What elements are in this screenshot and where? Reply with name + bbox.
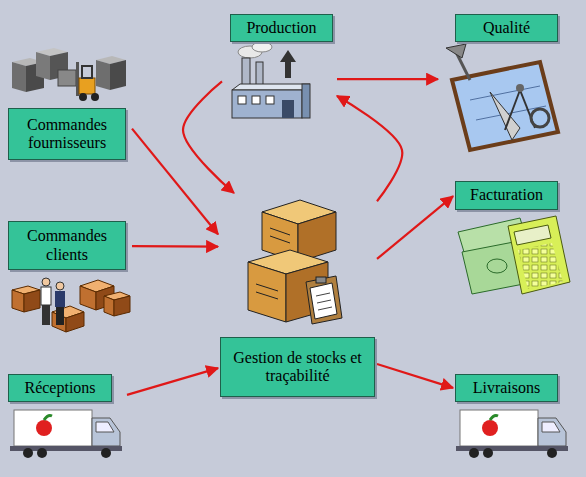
truck-icon [456,410,568,458]
node-group: Livraisons [453,372,572,460]
node-group: Gestion de stocks et traçabilité [218,193,377,399]
flow-arrow [132,129,218,235]
box-label: Gestion de stocks et traçabilité [229,349,366,386]
flow-arrow [337,78,438,80]
box-label: Production [239,19,324,37]
drafting-icon [446,44,558,150]
factory-icon [232,42,310,118]
flow-arrow [183,81,234,193]
stock-boxes-icon [248,200,342,324]
flow-arrow [377,196,453,259]
process-box: Gestion de stocks et traçabilité [220,337,375,397]
process-box: Facturation [455,181,558,210]
node-group: Commandes clients [6,219,132,332]
process-box: Livraisons [455,374,558,402]
warehouse-icon [12,48,126,101]
node-group: Production [222,12,337,124]
box-label: Facturation [464,186,549,204]
flow-arrow [132,245,218,248]
box-label: Réceptions [17,379,103,397]
box-label: Qualité [464,19,549,37]
process-box: Production [230,14,333,42]
box-label: Commandes clients [17,227,117,264]
box-label: Livraisons [464,379,549,397]
node-group: Réceptions [6,372,127,460]
node-group: Commandes fournisseurs [6,43,132,162]
flow-arrow [337,96,402,201]
box-label: Commandes fournisseurs [17,116,117,153]
billing-icon [458,216,570,294]
node-group: Facturation [453,179,572,302]
process-box: Qualité [455,14,558,42]
truck-icon [10,410,122,458]
process-box: Commandes clients [8,221,126,270]
flow-arrow [127,368,218,395]
node-group: Qualité [438,12,567,152]
flow-arrow [377,364,453,388]
process-box: Réceptions [8,374,112,402]
process-box: Commandes fournisseurs [8,108,126,160]
customers-icon [12,278,130,332]
